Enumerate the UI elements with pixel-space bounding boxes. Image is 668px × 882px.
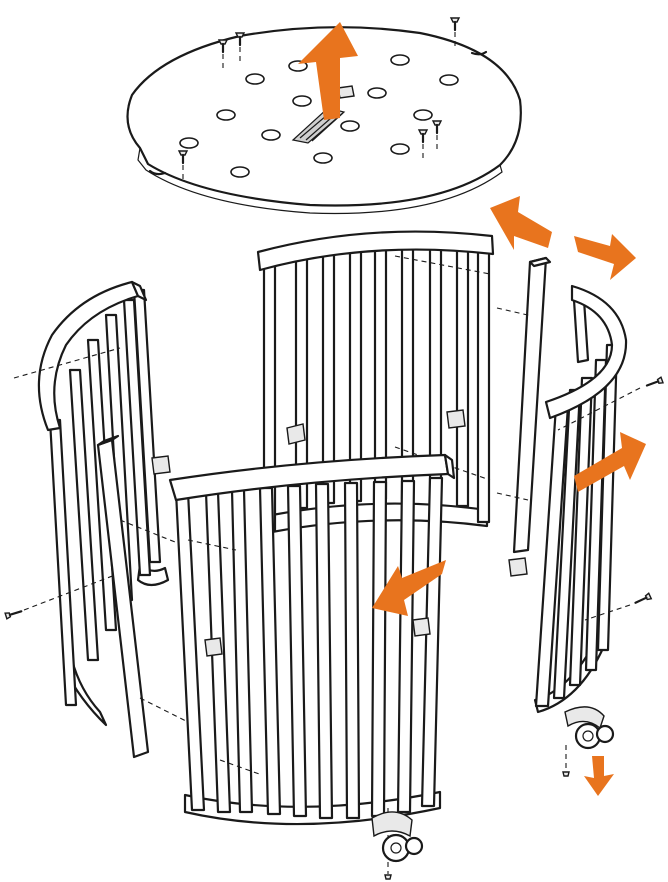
- left-panel-slats: [48, 288, 162, 707]
- arrow-up: [298, 22, 358, 120]
- arrow-front-panel: [372, 560, 446, 616]
- left-end-post: [96, 434, 150, 759]
- front-panel-slats: [174, 476, 444, 820]
- right-end-post: [496, 256, 552, 554]
- back-panel-slats: [262, 239, 491, 532]
- front-side-panel: [139, 453, 456, 845]
- board-screws: [177, 17, 461, 183]
- arrow-upper-right: [574, 234, 636, 280]
- direction-arrows: [298, 22, 646, 796]
- caster-wheel-front: [371, 811, 424, 880]
- right-side-panel: [496, 284, 664, 714]
- caster-wheel-right: [562, 706, 615, 777]
- left-side-panel: [4, 280, 176, 727]
- arrow-right-panel: [574, 432, 646, 492]
- arrow-wheel: [584, 756, 614, 796]
- right-panel-slats: [534, 298, 619, 708]
- arrow-upper-left: [490, 196, 552, 250]
- board-holes: [179, 54, 459, 178]
